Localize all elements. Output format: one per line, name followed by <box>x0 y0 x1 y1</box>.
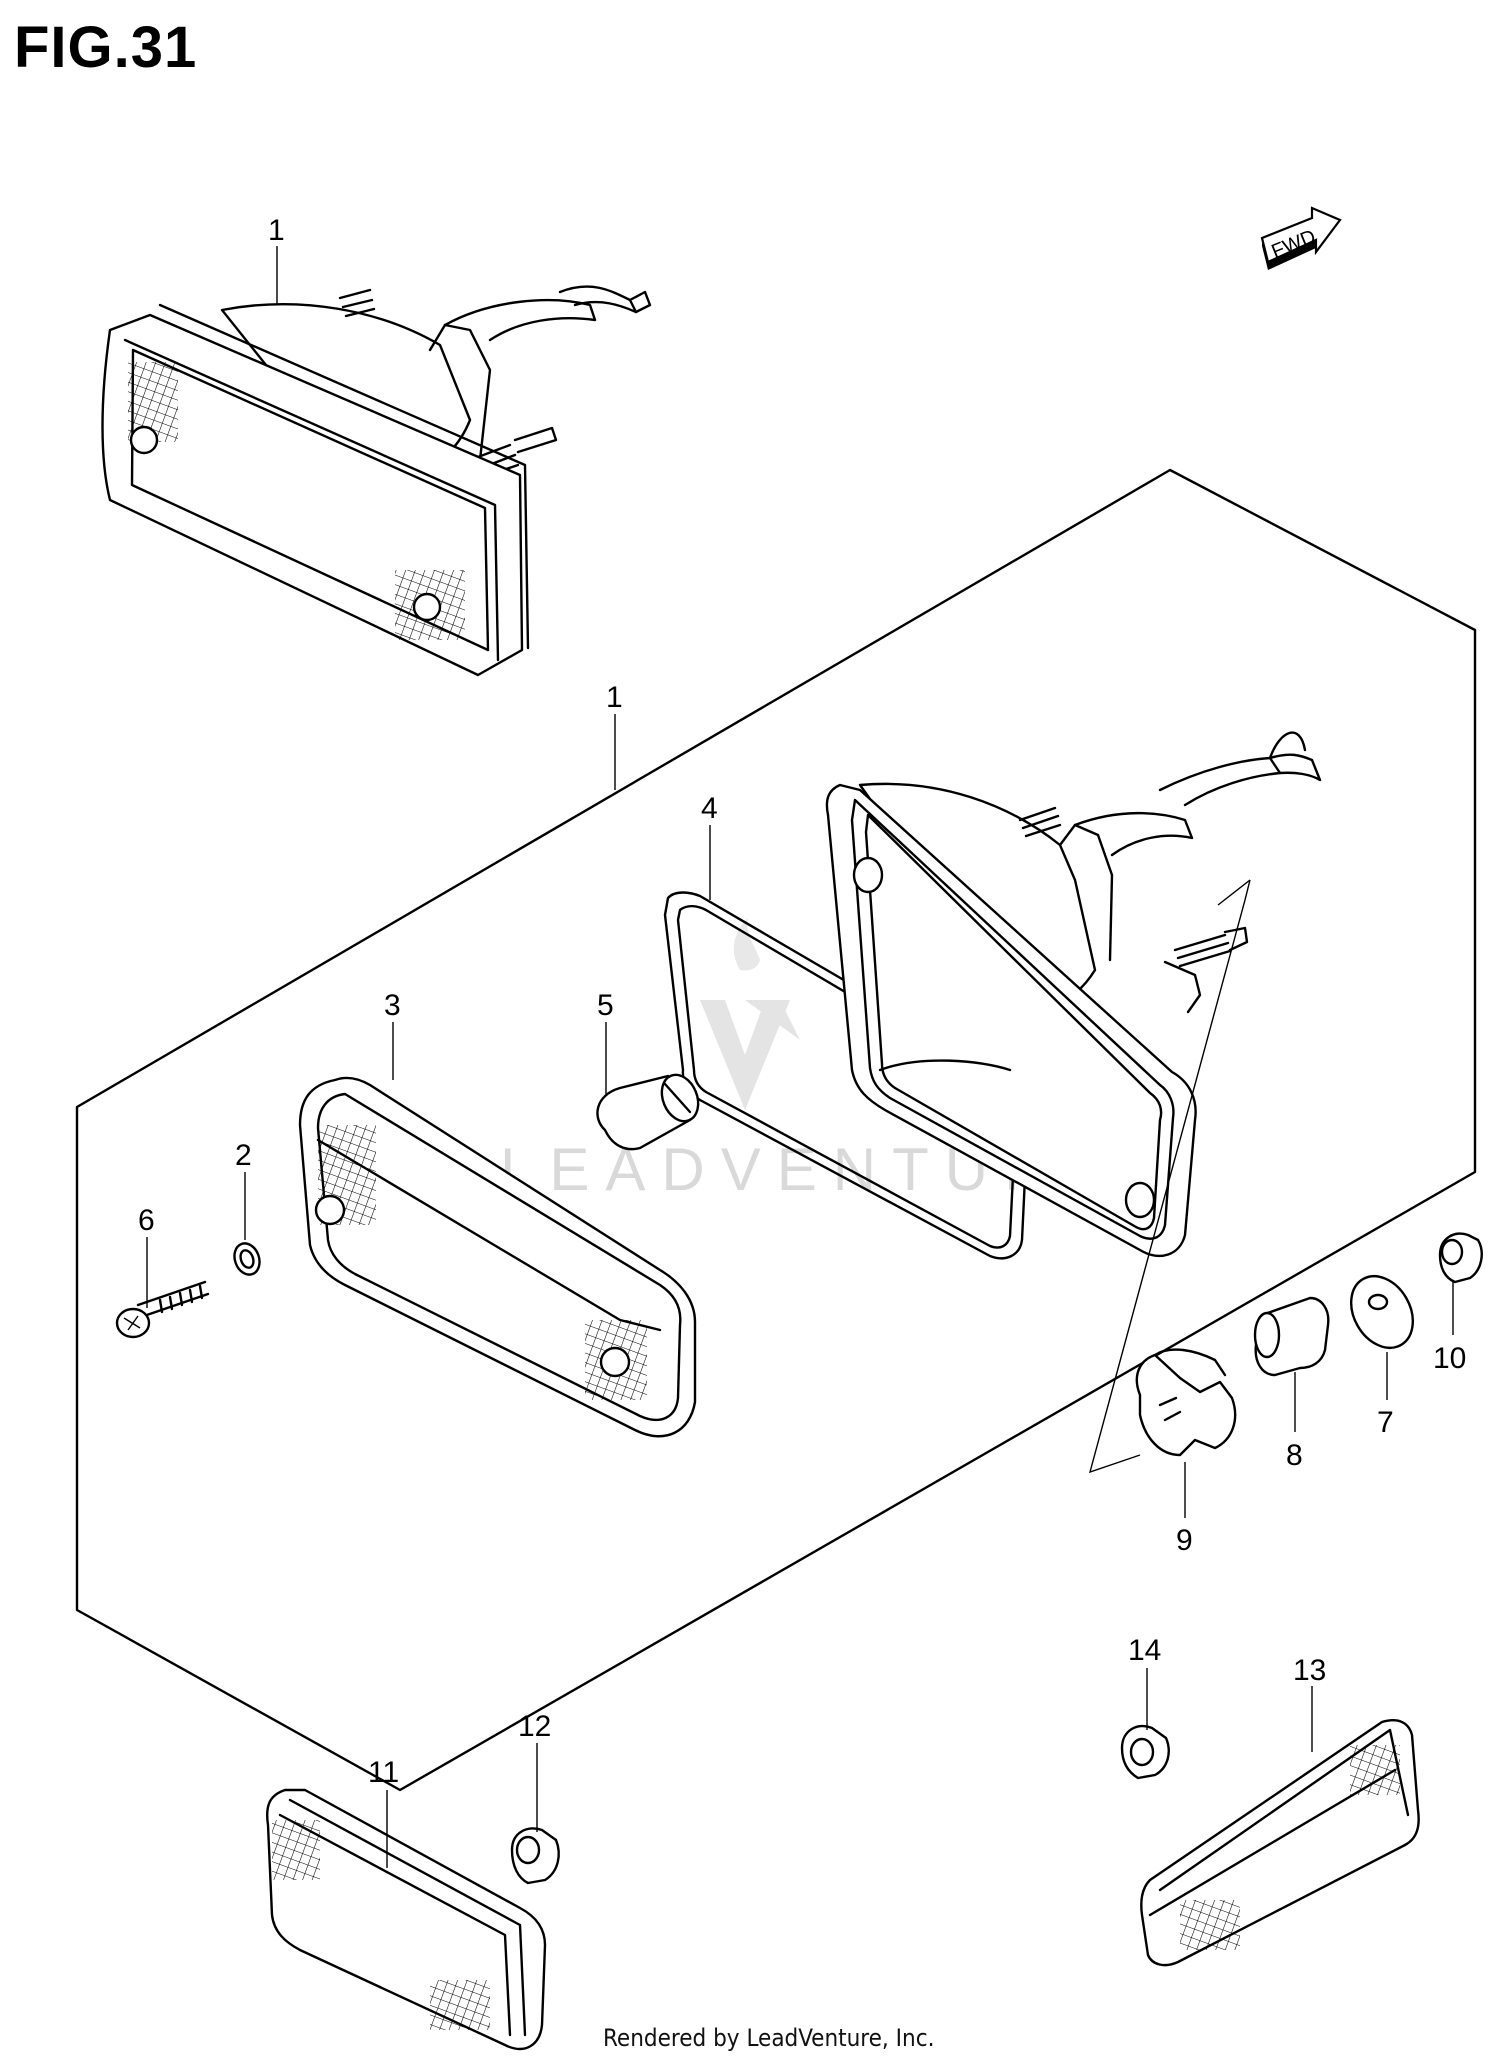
exploded-view-wedge <box>1088 879 1251 1474</box>
part-10-nut <box>1438 1232 1483 1284</box>
callout-7: 7 <box>1377 1406 1394 1439</box>
callout-13: 13 <box>1293 1654 1326 1687</box>
part-14-nut <box>1120 1724 1170 1780</box>
fwd-arrow-icon: FWD <box>1260 206 1342 270</box>
part-6-screw <box>115 1280 210 1339</box>
part-11-reflector <box>266 1788 547 2051</box>
callout-6: 6 <box>138 1204 155 1237</box>
callout-2: 2 <box>235 1139 252 1172</box>
callout-3: 3 <box>384 989 401 1022</box>
callout-5: 5 <box>597 989 614 1022</box>
part-2-washer <box>233 1242 261 1276</box>
callout-8: 8 <box>1286 1439 1303 1472</box>
part-12-nut <box>510 1827 560 1885</box>
callout-12: 12 <box>518 1710 551 1743</box>
part-1-lamp-housing <box>825 731 1322 1258</box>
part-1-lamp-assembly-top <box>101 285 652 677</box>
callout-1-assembly: 1 <box>606 681 623 714</box>
callout-14: 14 <box>1128 1634 1161 1667</box>
part-7-washer <box>1349 1275 1415 1349</box>
leader-lines <box>146 246 1454 1868</box>
part-3-lens <box>298 1076 697 1438</box>
footer-credit: Rendered by LeadVenture, Inc. <box>603 2024 935 2052</box>
callout-10: 10 <box>1433 1342 1466 1375</box>
callout-11: 11 <box>368 1756 399 1789</box>
assembly-outline <box>75 468 1477 1792</box>
part-8-spacer <box>1253 1296 1330 1377</box>
figure-title: FIG.31 <box>14 15 198 80</box>
part-5-bulb <box>596 1073 700 1151</box>
part-9-grommet <box>1135 1348 1237 1457</box>
callout-1-top: 1 <box>268 214 285 247</box>
callout-9: 9 <box>1176 1524 1193 1557</box>
callout-4: 4 <box>701 792 718 825</box>
part-13-reflector <box>1140 1719 1420 1967</box>
